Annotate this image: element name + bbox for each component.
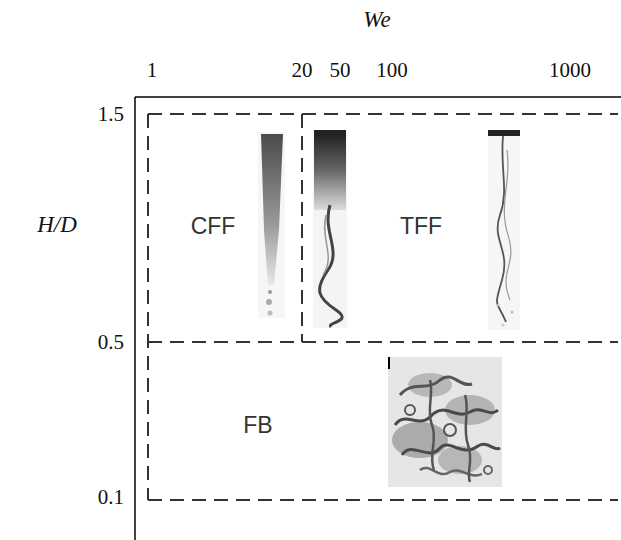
fb-region: FB — [150, 344, 616, 498]
regime-label: TFF — [400, 213, 442, 240]
tick-label: 1.5 — [98, 102, 124, 127]
tff-region: TFF — [304, 116, 616, 340]
regime-label: FB — [243, 412, 272, 439]
tick-label: 50 — [330, 58, 351, 83]
axis-title: We — [363, 7, 390, 33]
tick-label: 1 — [147, 58, 158, 83]
jet-photo — [313, 130, 347, 328]
jet-photo — [258, 132, 285, 318]
tick-label: 1000 — [549, 58, 591, 83]
tick-label: 0.1 — [98, 485, 124, 510]
tick-label: 100 — [376, 58, 408, 83]
jet-photo — [488, 130, 520, 330]
tick-label: 0.5 — [98, 330, 124, 355]
regime-label: CFF — [191, 213, 236, 240]
regime-boundaries — [148, 114, 618, 500]
cff-region: CFF — [150, 116, 300, 340]
axis-title: H/D — [37, 212, 77, 238]
tick-label: 20 — [292, 58, 313, 83]
foam-photo — [388, 357, 502, 487]
axis-frame — [135, 97, 621, 540]
